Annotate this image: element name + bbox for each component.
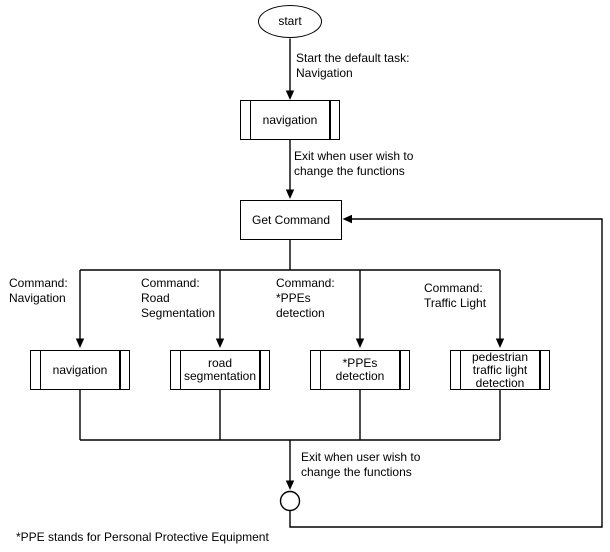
arrowhead-into-circle [285,480,295,490]
arrowhead-into-getcommand-top [285,189,295,199]
subroutine-bar-icon [399,351,401,389]
node-pedestrian-traffic-light-label: pedestrian traffic light detection [471,349,529,390]
edge-label-cmd-traffic-light: Command: Traffic Light [424,281,487,310]
node-get-command: Get Command [240,200,342,240]
node-ppes-detection-label: *PPEs detection [335,356,385,383]
ppe-footnote: *PPE stands for Personal Protective Equi… [16,530,269,544]
edge-label-exit-top: Exit when user wish to change the functi… [294,149,414,178]
arrowhead-into-ppes [355,338,365,348]
subroutine-bar-icon [119,351,121,389]
subroutine-bar-icon [249,101,251,139]
subroutine-bar-icon [319,351,321,389]
node-navigation: navigation [30,350,130,390]
edge-label-exit-bottom: Exit when user wish to change the functi… [301,450,421,479]
edge-label-cmd-road-segmentation: Command: Road Segmentation [141,276,216,320]
node-road-segmentation-label: road segmentation [183,356,257,383]
edge-loop-back-to-getcommand [289,218,603,528]
node-navigation-top-label: navigation [262,112,318,127]
node-navigation-label: navigation [52,362,108,377]
arrowhead-into-navigation [75,338,85,348]
node-get-command-label: Get Command [251,212,331,227]
edge-label-start-default-task: Start the default task: Navigation [296,51,410,80]
node-navigation-top: navigation [240,100,340,140]
arrowhead-into-getcommand-right [342,214,352,224]
edge-label-cmd-navigation: Command: Navigation [9,276,68,305]
edge-label-cmd-ppes: Command: *PPEs detection [276,276,335,320]
node-ppes-detection: *PPEs detection [310,350,410,390]
node-road-segmentation: road segmentation [170,350,270,390]
subroutine-bar-icon [259,351,261,389]
node-start: start [258,5,322,38]
arrowhead-into-navigation-top [285,90,295,100]
subroutine-bar-icon [39,351,41,389]
node-start-label: start [278,14,302,28]
subroutine-bar-icon [459,351,461,389]
arrowhead-into-road-segmentation [215,338,225,348]
node-junction-circle [279,490,301,512]
node-pedestrian-traffic-light: pedestrian traffic light detection [450,350,550,390]
subroutine-bar-icon [179,351,181,389]
arrowhead-into-traffic-light [495,338,505,348]
subroutine-bar-icon [329,101,331,139]
subroutine-bar-icon [539,351,541,389]
